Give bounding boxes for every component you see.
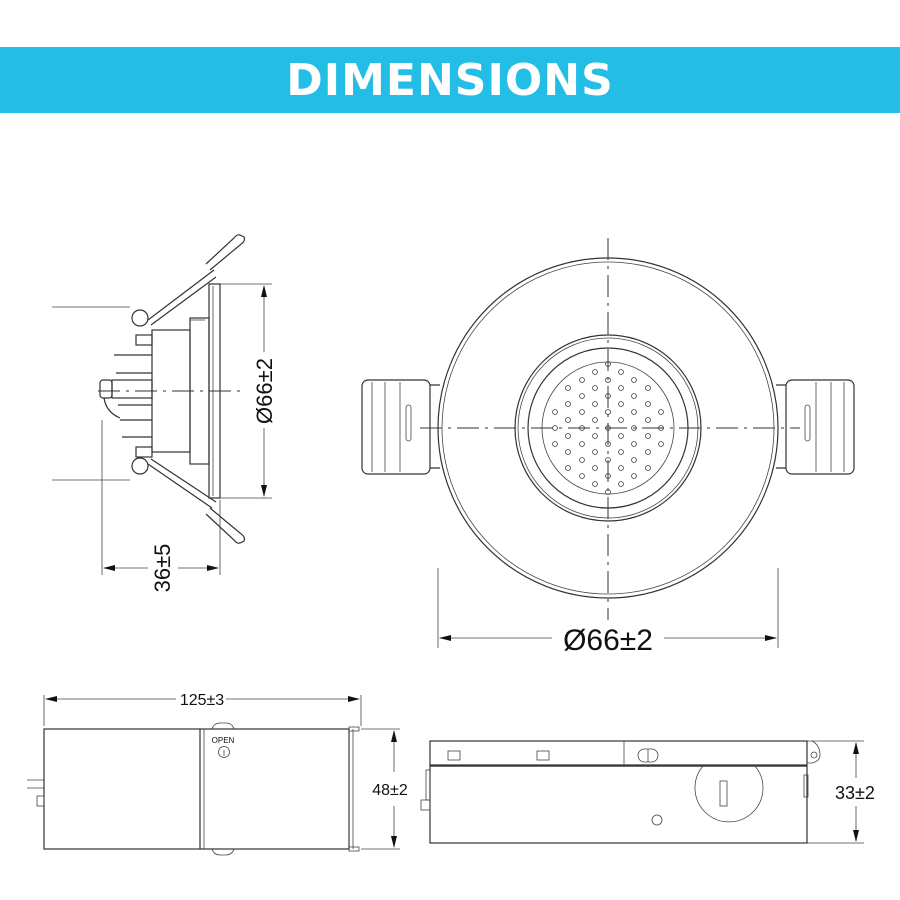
open-label: OPEN	[212, 736, 235, 745]
front-view-drawing	[361, 238, 855, 648]
front-diameter-label: Ø66±2	[563, 624, 653, 657]
side-view-drawing	[52, 234, 272, 575]
box-length-label: 125±3	[180, 692, 224, 709]
driver-box-side-drawing	[420, 740, 864, 844]
header-banner: DIMENSIONS	[0, 47, 900, 113]
side-depth-label: 36±5	[150, 544, 175, 593]
side-box-height-label: 33±2	[835, 783, 875, 803]
side-diameter-label: Ø66±2	[252, 358, 277, 424]
page-title: DIMENSIONS	[286, 54, 614, 106]
driver-box-top-drawing	[27, 695, 400, 856]
box-height-label: 48±2	[372, 782, 408, 799]
